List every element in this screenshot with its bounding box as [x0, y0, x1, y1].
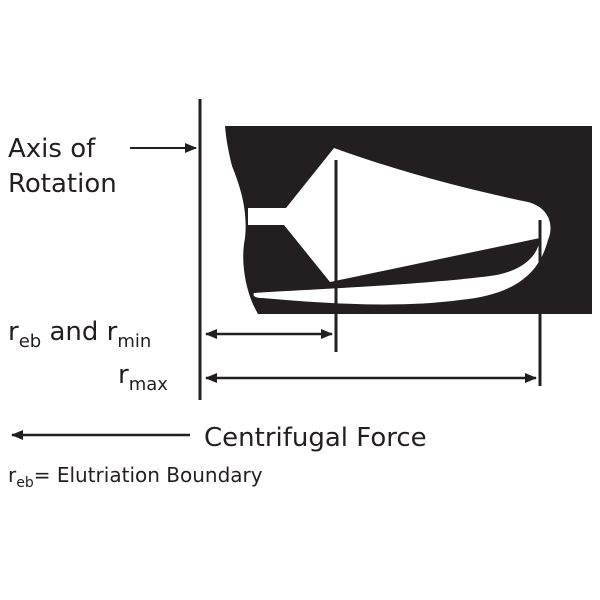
- axis-of-rotation-label: Axis of: [8, 134, 96, 164]
- r-max-label: rmax: [118, 360, 168, 395]
- elutriation-boundary-legend: reb= Elutriation Boundary: [8, 463, 263, 491]
- centrifugal-force-label: Centrifugal Force: [204, 423, 427, 453]
- axis-of-rotation-label-line2: Rotation: [8, 169, 117, 199]
- r-eb-and-r-min-label: reb and rmin: [8, 317, 151, 352]
- elutriation-chamber: [248, 148, 551, 305]
